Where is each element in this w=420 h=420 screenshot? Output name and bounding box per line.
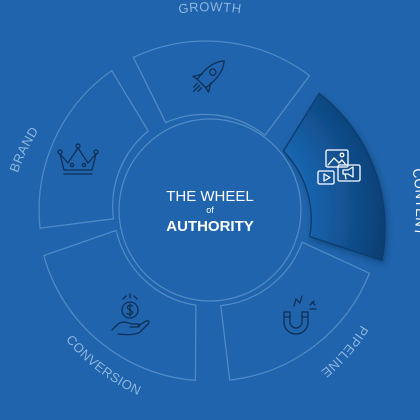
- media-icon: [317, 149, 361, 185]
- center-hub: [118, 118, 302, 302]
- magnet-icon: [283, 295, 317, 335]
- center-title: THE WHEEL of AUTHORITY: [166, 188, 254, 235]
- label-brand: BRAND: [6, 124, 41, 174]
- segment-growth[interactable]: [132, 40, 311, 137]
- center-title-line3: AUTHORITY: [166, 218, 254, 235]
- segment-pipeline[interactable]: [220, 241, 371, 381]
- rocket-icon: [192, 60, 225, 93]
- segment-brand[interactable]: [38, 69, 150, 229]
- center-title-line1: THE WHEEL: [166, 188, 254, 205]
- label-growth: GROWTH: [177, 0, 242, 16]
- center-title-line2: of: [206, 205, 214, 215]
- hand-coin-icon: [111, 293, 150, 336]
- segments-group: [38, 40, 386, 382]
- label-content: CONTENT: [409, 167, 420, 236]
- crown-icon: [57, 143, 99, 175]
- segment-conversion[interactable]: [43, 229, 197, 382]
